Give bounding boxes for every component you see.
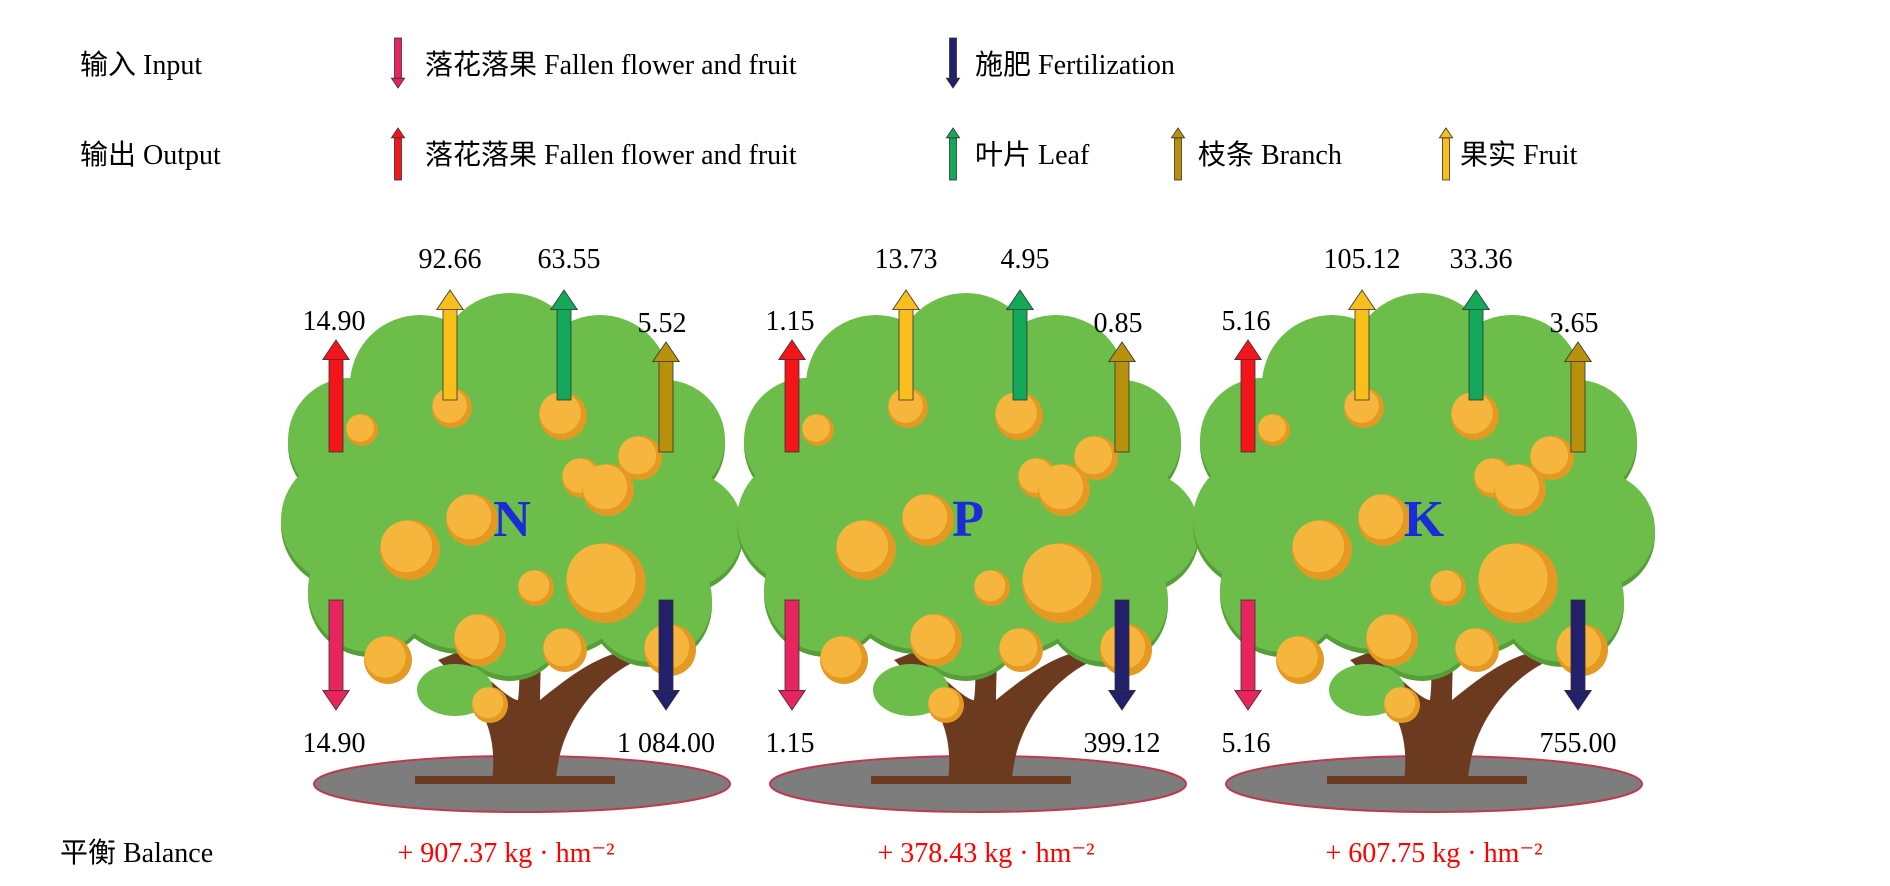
fruit-output-value: 13.73 <box>875 244 938 275</box>
balance-row: 平衡 Balance + 907.37 kg · hm⁻² + 378.43 k… <box>60 837 1543 869</box>
fallen-output-value: 14.90 <box>303 306 366 337</box>
flow-arrows <box>777 289 1137 711</box>
arrow-down-icon <box>390 37 406 89</box>
branch-output-value: 0.85 <box>1094 308 1143 339</box>
arrow-down-icon <box>945 37 961 89</box>
arrow-up-icon <box>1170 127 1186 181</box>
arrow-up-icon <box>945 127 961 181</box>
fertilization-input-arrow <box>1107 599 1137 711</box>
fallen-input-arrow <box>777 599 807 711</box>
tree-trunk <box>1327 620 1542 784</box>
fallen-output-arrow <box>777 339 807 453</box>
flow-arrows <box>1233 289 1593 711</box>
flow-arrows <box>321 289 681 711</box>
leaf-output-value: 63.55 <box>538 244 601 275</box>
arrow-up-icon <box>390 127 406 181</box>
legend-output-leaf: 叶片 Leaf <box>945 127 1090 181</box>
nutrient-symbol: P <box>952 491 984 548</box>
branch-output-arrow <box>1563 341 1593 453</box>
fallen-output-value: 1.15 <box>766 306 815 337</box>
arrow-up-icon <box>945 127 961 181</box>
leaf-output-arrow <box>549 289 579 401</box>
arrow-down-icon <box>945 37 961 89</box>
legend-fruit-label: 果实 Fruit <box>1460 139 1578 171</box>
balance-value-p: + 378.43 kg · hm⁻² <box>877 838 1094 869</box>
fallen-output-value: 5.16 <box>1222 306 1271 337</box>
arrow-down-icon <box>390 37 406 89</box>
branch-output-arrow <box>1107 341 1137 453</box>
arrow-up-icon <box>1170 127 1186 181</box>
nutrient-symbol: K <box>1404 491 1445 548</box>
tree-illustration <box>281 293 743 813</box>
fallen-input-value: 1.15 <box>766 728 815 759</box>
legend-fallen-input-label: 落花落果 Fallen flower and fruit <box>425 49 797 81</box>
fertilization-input-value: 1 084.00 <box>617 728 715 759</box>
branch-output-arrow <box>651 341 681 453</box>
balance-value-n: + 907.37 kg · hm⁻² <box>397 838 614 869</box>
legend-fertilization-label: 施肥 Fertilization <box>975 49 1175 81</box>
fruits <box>346 388 696 723</box>
leaf-output-value: 4.95 <box>1001 244 1050 275</box>
legend-input-fertilization: 施肥 Fertilization <box>945 37 1175 89</box>
arrow-up-icon <box>1438 127 1454 181</box>
legend: 输入 Input 输出 Output 落花落果 Fallen flower an… <box>80 37 1578 181</box>
fertilization-input-arrow <box>1563 599 1593 711</box>
tree-trunk <box>415 620 630 784</box>
branch-output-value: 5.52 <box>638 308 687 339</box>
legend-output-fruit: 果实 Fruit <box>1438 127 1578 181</box>
fallen-input-value: 5.16 <box>1222 728 1271 759</box>
fruits <box>1258 388 1608 723</box>
tree-panel-k: K 5.16 105.12 33.36 3.65 5.16 755.00 <box>1193 244 1655 813</box>
fallen-input-value: 14.90 <box>303 728 366 759</box>
fruit-output-value: 92.66 <box>419 244 482 275</box>
fruit-output-arrow <box>1347 289 1377 401</box>
leaf-output-arrow <box>1461 289 1491 401</box>
fruits <box>802 388 1152 723</box>
branch-output-value: 3.65 <box>1550 308 1599 339</box>
balance-label: 平衡 Balance <box>60 837 213 869</box>
tree-illustration <box>737 293 1199 813</box>
leaf-output-arrow <box>1005 289 1035 401</box>
arrow-up-icon <box>390 127 406 181</box>
leaf-output-value: 33.36 <box>1450 244 1513 275</box>
tree-foliage <box>281 293 743 716</box>
legend-branch-label: 枝条 Branch <box>1198 139 1342 171</box>
legend-fallen-output-label: 落花落果 Fallen flower and fruit <box>425 139 797 171</box>
tree-panel-p: P 1.15 13.73 4.95 0.85 1.15 399.12 <box>737 244 1199 813</box>
legend-input-fallen: 落花落果 Fallen flower and fruit <box>390 37 797 89</box>
arrow-up-icon <box>1438 127 1454 181</box>
legend-output-branch: 枝条 Branch <box>1170 127 1342 181</box>
fruit-output-arrow <box>435 289 465 401</box>
fallen-output-arrow <box>1233 339 1263 453</box>
balance-value-k: + 607.75 kg · hm⁻² <box>1325 838 1542 869</box>
fertilization-input-value: 755.00 <box>1540 728 1617 759</box>
legend-output-label: 输出 Output <box>80 139 221 171</box>
legend-leaf-label: 叶片 Leaf <box>975 139 1090 171</box>
fruit-output-arrow <box>891 289 921 401</box>
nutrient-symbol: N <box>493 491 531 548</box>
tree-trunk <box>871 620 1086 784</box>
fertilization-input-value: 399.12 <box>1084 728 1161 759</box>
legend-output-fallen: 落花落果 Fallen flower and fruit <box>390 127 797 181</box>
legend-input-label: 输入 Input <box>80 49 202 81</box>
tree-panel-n: N 14.90 92.66 63.55 5.52 14.90 1 084.00 <box>281 244 743 813</box>
fallen-input-arrow <box>321 599 351 711</box>
fruit-output-value: 105.12 <box>1324 244 1401 275</box>
fallen-output-arrow <box>321 339 351 453</box>
fertilization-input-arrow <box>651 599 681 711</box>
fallen-input-arrow <box>1233 599 1263 711</box>
